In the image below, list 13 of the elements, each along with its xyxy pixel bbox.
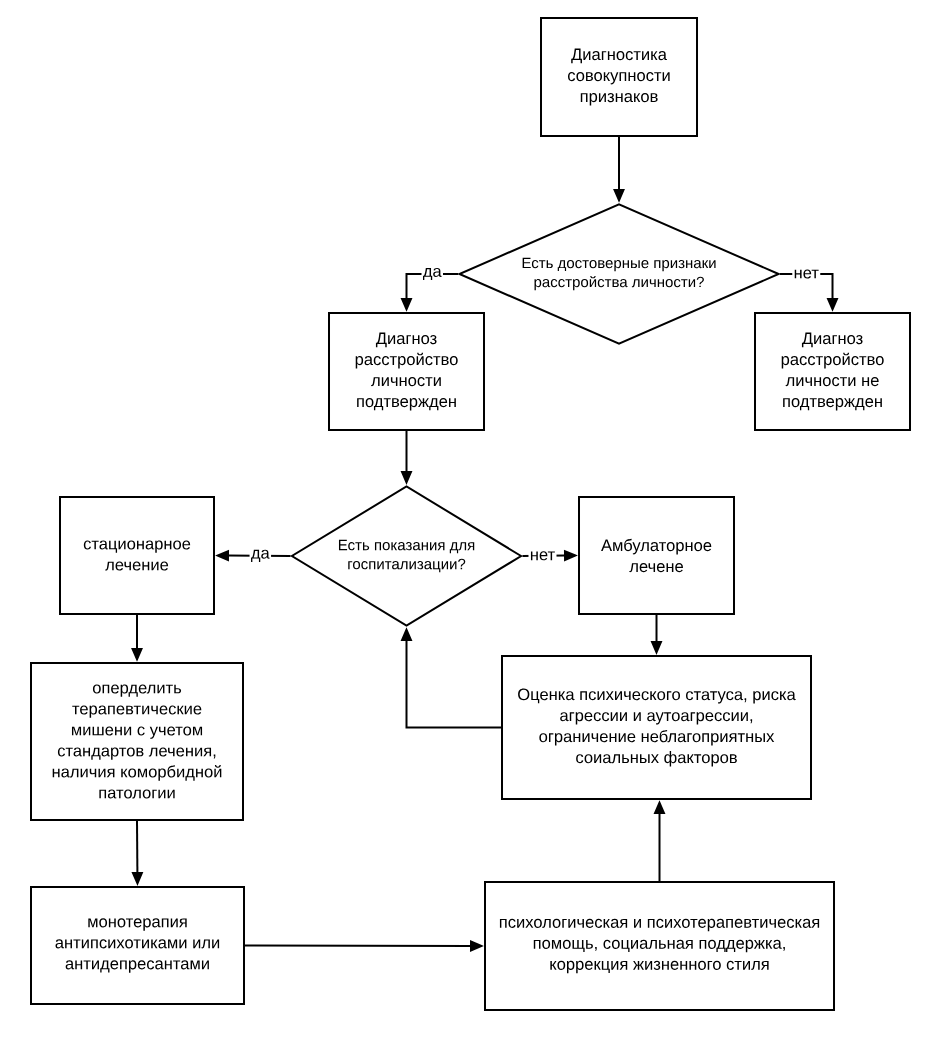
process-box: монотерапия антипсихотиками или антидепресантами bbox=[30, 886, 245, 1005]
process-box: стационарное лечение bbox=[59, 496, 215, 615]
process-box: психологическая и психотерапевтическая помощь, социальная поддержка, коррекция жизненного стиля bbox=[484, 881, 835, 1011]
edge-label: нет bbox=[792, 268, 821, 280]
process-box: Диагноз расстройство личности не подтвержден bbox=[754, 312, 911, 431]
process-box: Оценка психического статуса, риска агрессии и аутоагрессии, ограничение неблагоприятных соиальных факторов bbox=[501, 655, 812, 800]
process-box: Диагностика совокупности признаков bbox=[540, 17, 698, 137]
edge-label: да bbox=[421, 266, 443, 282]
edge-label: нет bbox=[528, 549, 557, 562]
edge-label: да bbox=[249, 548, 272, 564]
process-box: Амбулаторное лечене bbox=[578, 496, 735, 615]
process-box: оперделить терапевтические мишени с учетом стандартов лечения, наличия коморбидной патологии bbox=[30, 662, 244, 821]
process-box: Диагноз расстройство личности подтвержден bbox=[328, 312, 485, 431]
